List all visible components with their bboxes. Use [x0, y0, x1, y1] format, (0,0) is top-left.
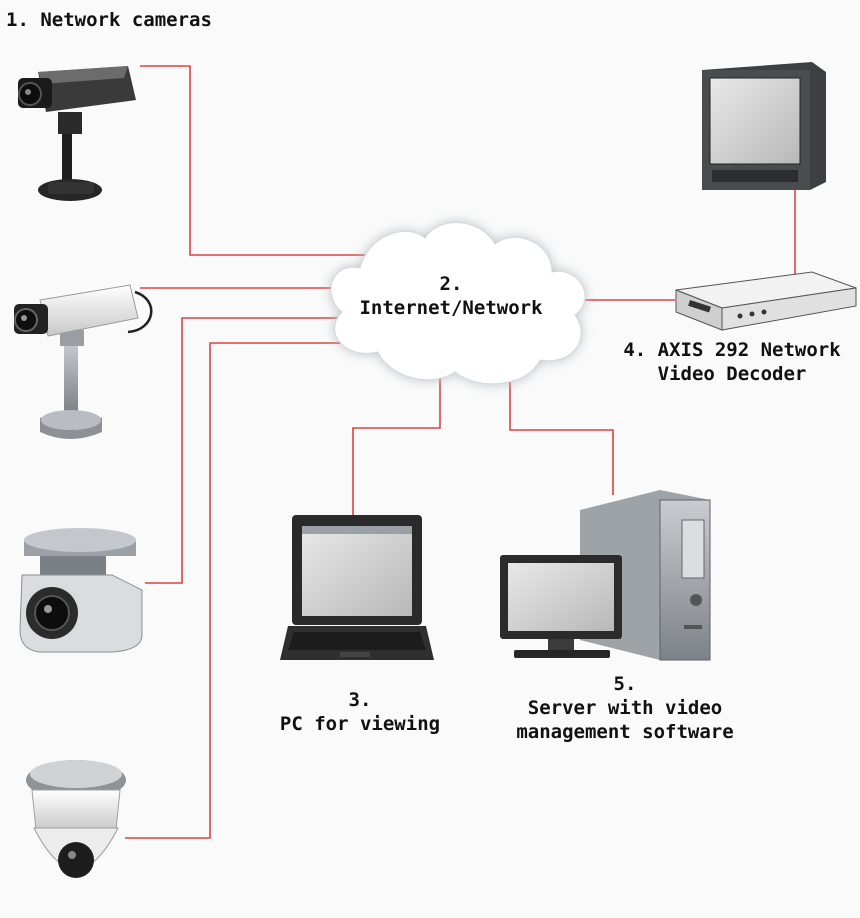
- pc-number: 3.: [348, 689, 372, 711]
- link-camera-1: [140, 65, 380, 256]
- server-number: 5.: [613, 673, 637, 695]
- link-camera-4: [125, 342, 350, 839]
- link-pc: [352, 375, 441, 515]
- network-label: 2. Internet/Network: [345, 272, 557, 320]
- pc-label: 3. PC for viewing: [262, 688, 458, 736]
- network-number: 2.: [439, 273, 463, 295]
- box-camera-icon: [18, 66, 136, 201]
- dome-camera-icon: [26, 760, 126, 878]
- lcd-monitor-icon: [500, 555, 622, 658]
- ptz-camera-icon: [19, 528, 143, 653]
- server-line-2: management software: [516, 721, 734, 743]
- laptop-icon: [280, 515, 434, 660]
- connection-lines: [125, 65, 796, 839]
- link-camera-3: [145, 317, 340, 584]
- video-decoder-icon: [675, 271, 857, 331]
- decoder-label: 4. AXIS 292 Network Video Decoder: [608, 338, 856, 386]
- network-name: Internet/Network: [359, 297, 543, 319]
- link-server: [509, 370, 614, 495]
- server-line-1: Server with video: [527, 697, 723, 719]
- cloud-icon: [330, 222, 586, 385]
- server-label: 5. Server with video management software: [480, 672, 770, 744]
- box-camera-white-icon: [14, 284, 153, 439]
- decoder-line-2: Video Decoder: [657, 363, 807, 385]
- tv-monitor-icon: [702, 62, 826, 190]
- pc-name: PC for viewing: [279, 713, 441, 735]
- cameras-label: 1. Network cameras: [6, 9, 212, 31]
- decoder-line-1: 4. AXIS 292 Network: [623, 339, 841, 361]
